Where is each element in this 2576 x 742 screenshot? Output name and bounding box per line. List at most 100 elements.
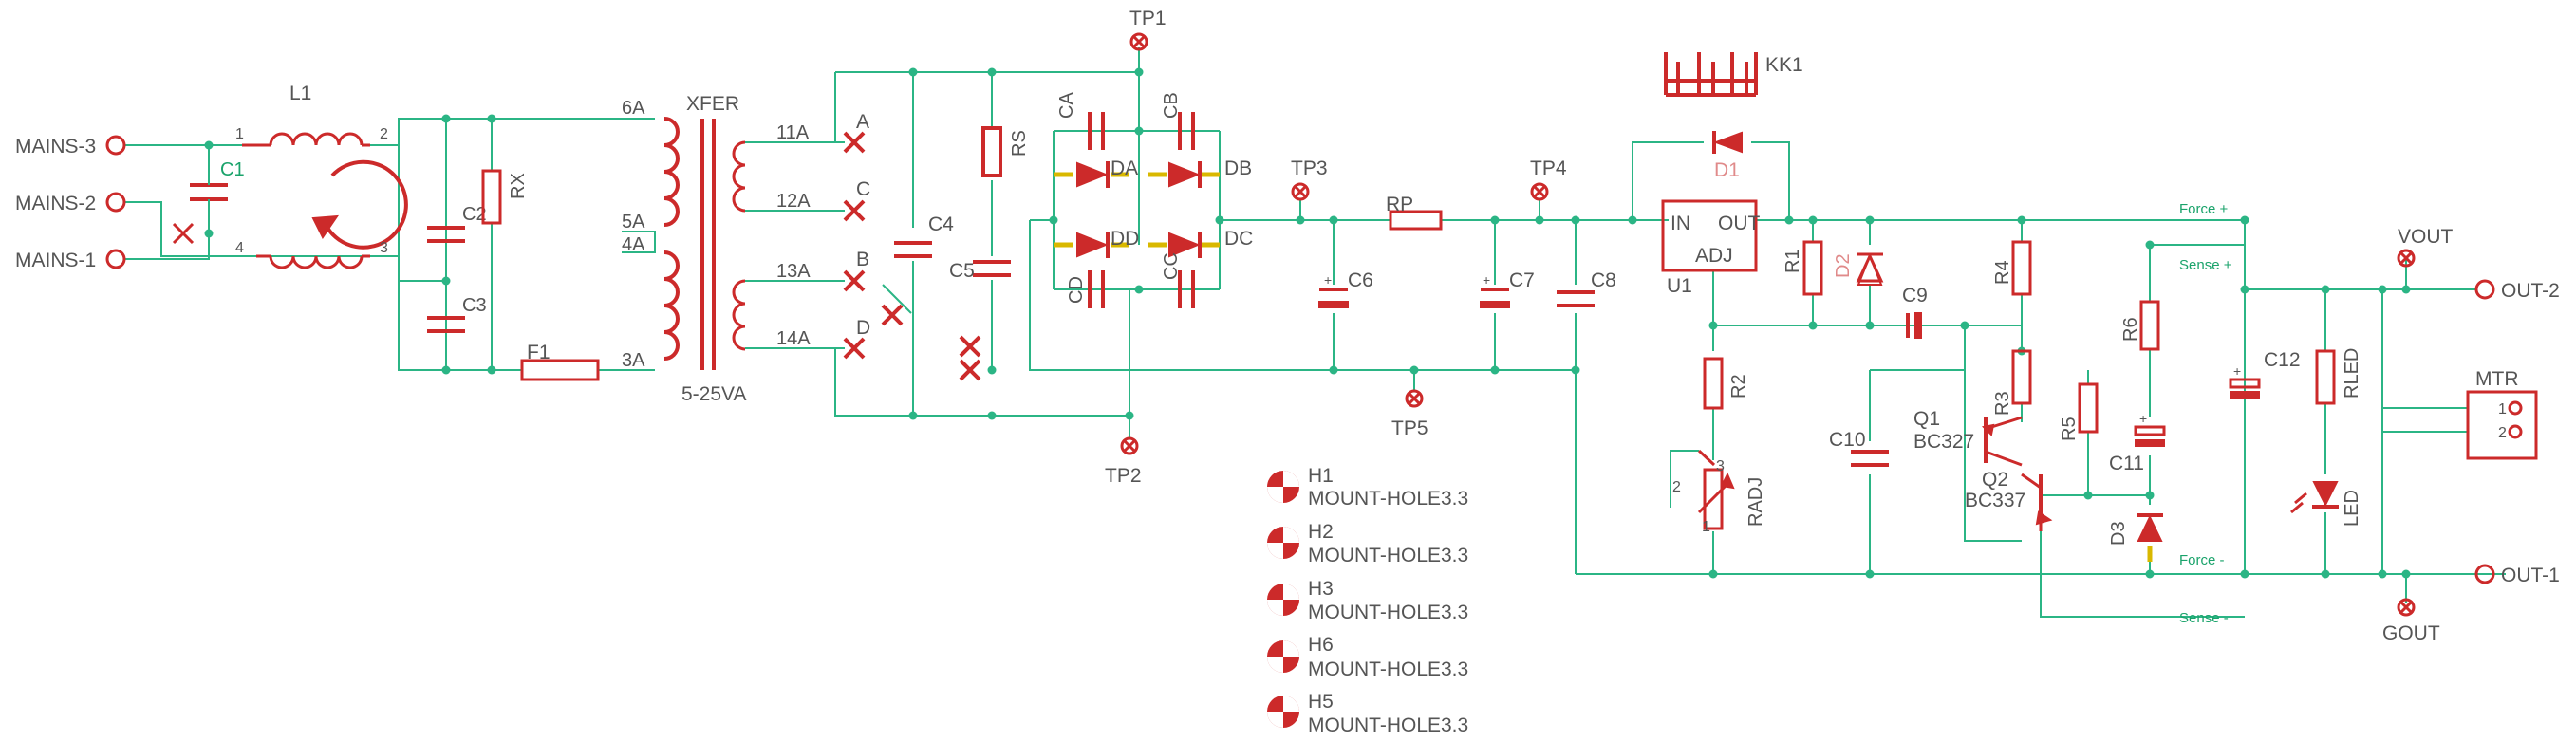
tap-selector-b[interactable]: B [843,249,869,292]
mains-3-pad[interactable] [105,135,126,156]
mains-2-connector[interactable]: MAINS-2 [15,192,126,214]
r2-resistor[interactable]: R2 [1703,357,1749,410]
rx-resistor[interactable]: RX [481,169,529,225]
junction [908,411,918,420]
tap-selector-a[interactable]: A [843,111,869,154]
mains-3-connector[interactable]: MAINS-3 [15,135,126,158]
junction [2240,285,2249,294]
h6-ref: H6 [1308,634,1334,656]
tp1-test-point[interactable]: TP1 [1129,8,1167,51]
c2-capacitor[interactable]: C2 [427,204,487,243]
tp2-test-point[interactable]: TP2 [1105,436,1142,487]
f1-fuse[interactable]: F1 [520,342,600,381]
d3-diode[interactable]: D3 [2108,513,2163,562]
cb-capacitor[interactable]: CB [1161,92,1195,150]
junction [2401,569,2411,579]
tp4-test-point[interactable]: TP4 [1530,158,1567,201]
u1-in-pin: IN [1671,213,1690,234]
c1-label: C1 [220,159,245,180]
c3-capacitor[interactable]: C3 [427,295,487,333]
c6-capacitor[interactable]: + C6 [1318,269,1373,308]
r5-resistor[interactable]: R5 [2059,382,2099,441]
r2-label: R2 [1728,374,1749,399]
cc-capacitor[interactable]: CC [1161,252,1195,308]
radj-potentiometer[interactable]: 3 2 1 RADJ [1672,449,1766,535]
r4-resistor[interactable]: R4 [1992,240,2032,296]
tap-selector-d[interactable]: D [843,317,870,360]
d2-diode[interactable]: D2 [1833,252,1884,286]
db-diode[interactable]: DB [1148,158,1252,188]
mains-1-pad[interactable] [105,249,126,269]
dd-diode[interactable]: DD [1054,228,1139,258]
rs-label: RS [1009,130,1030,157]
mount-hole-h3[interactable]: H3 MOUNT-HOLE3.3 [1267,578,1468,623]
cd-capacitor[interactable]: CD [1066,270,1105,308]
mtr-pin2: 2 [2498,425,2507,441]
vout-test-point[interactable]: VOUT [2397,226,2454,268]
r6-resistor[interactable]: R6 [2120,300,2160,351]
c4-capacitor[interactable]: C4 [894,213,954,258]
mtr-connector[interactable]: MTR 1 2 [2466,368,2538,460]
ca-capacitor[interactable]: CA [1056,92,1105,150]
d1-diode[interactable]: D1 [1712,131,1743,181]
mount-hole-h6[interactable]: H6 MOUNT-HOLE3.3 [1267,634,1468,680]
mains-3-label: MAINS-3 [15,136,96,158]
c11-label: C11 [2109,453,2144,474]
c8-capacitor[interactable]: C8 [1557,269,1616,307]
c1-capacitor[interactable]: C1 [190,158,245,233]
junction [2401,285,2411,294]
c7-capacitor[interactable]: + C7 [1480,269,1535,308]
tap-selector-c[interactable]: C [843,178,870,222]
r1-resistor[interactable]: R1 [1783,240,1823,296]
radj-pin2: 2 [1672,479,1681,495]
tp4-label: TP4 [1530,158,1567,179]
junction [1784,215,1794,225]
c4-label: C4 [928,213,954,235]
mount-hole-h1[interactable]: H1 MOUNT-HOLE3.3 [1267,465,1468,510]
mount-hole-h5[interactable]: H5 MOUNT-HOLE3.3 [1267,691,1468,736]
mount-hole-h2[interactable]: H2 MOUNT-HOLE3.3 [1267,521,1468,566]
q1-transistor[interactable]: Q1 BC327 [1913,408,2023,467]
r3-label: R3 [1992,391,2013,416]
wire-mtr [2381,289,2468,574]
c10-capacitor[interactable]: C10 [1829,429,1889,467]
tp3-test-point[interactable]: TP3 [1291,158,1328,201]
q2-transistor[interactable]: Q2 BC337 [1965,469,2053,531]
wire-radj [1670,450,1714,574]
c5-capacitor[interactable]: C5 [949,260,1011,282]
c11-capacitor[interactable]: + C11 [2109,411,2166,474]
r3-resistor[interactable]: R3 [1992,349,2032,416]
u1-regulator[interactable]: IN OUT ADJ U1 [1661,199,1761,297]
cross-marker [881,304,904,326]
kk1-label: KK1 [1765,54,1803,76]
c12-capacitor[interactable]: + C12 [2229,349,2301,399]
kk1-heatsink[interactable]: KK1 [1664,52,1803,97]
mains-2-label: MAINS-2 [15,193,96,214]
mains-2-pad[interactable] [105,192,126,213]
c9-capacitor[interactable]: C9 [1902,285,1928,339]
junction [1571,365,1580,375]
out-1-connector[interactable]: OUT-1 [2474,564,2560,586]
junction [1134,67,1144,77]
dc-diode[interactable]: DC [1148,228,1253,258]
junction [1960,321,1969,330]
radj-pin3: 3 [1716,458,1725,474]
junction [2017,215,2026,225]
mains-1-connector[interactable]: MAINS-1 [15,249,126,271]
tp5-test-point[interactable]: TP5 [1391,389,1428,439]
l1-common-mode-choke[interactable]: L1 1 2 4 3 [235,83,408,269]
junction [987,411,997,420]
rled-resistor[interactable]: RLED [2315,348,2362,405]
rp-resistor[interactable]: RP [1386,194,1443,231]
rs-resistor[interactable]: RS [981,126,1030,177]
out-2-connector[interactable]: OUT-2 [2474,279,2560,302]
led-diode[interactable]: LED [2290,481,2362,527]
tap-4a: 4A [622,234,645,255]
r1-label: R1 [1783,249,1803,273]
wire-rect-left [1029,220,1576,371]
gout-test-point[interactable]: GOUT [2382,598,2440,644]
da-diode[interactable]: DA [1054,158,1138,188]
junction [1296,215,1305,225]
c2-label: C2 [462,204,487,225]
xfer-transformer[interactable]: XFER 5-25VA 6A 5A 4A 3A 11A 12A 13A 14A [622,93,811,405]
